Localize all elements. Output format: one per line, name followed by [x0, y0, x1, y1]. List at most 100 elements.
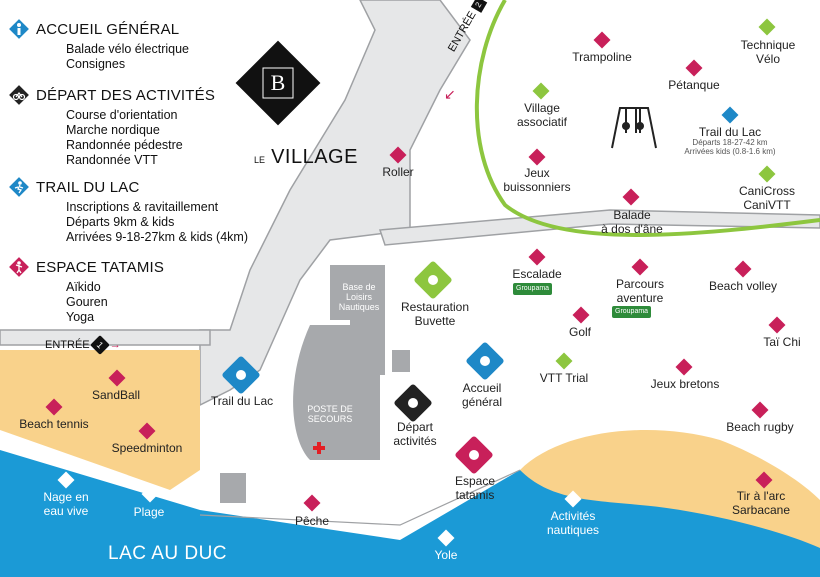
golf-marker: [572, 306, 590, 324]
speedminton-label: Speedminton: [111, 441, 183, 455]
depart-activites-label: Départ activités: [393, 420, 437, 448]
accueil-general-icon-glyph: [480, 356, 490, 366]
plage-label: Plage: [133, 505, 165, 519]
legend-item: Balade vélo électrique: [66, 42, 189, 56]
peche-label: Pêche: [294, 514, 330, 528]
trail-du-lac-top-label: Trail du Lac: [698, 125, 762, 139]
jeux-buissonniers-marker: [528, 148, 546, 166]
tai-chi-marker: [768, 316, 786, 334]
legend-item: Marche nordique: [66, 123, 160, 137]
technique-velo-label: Technique Vélo: [740, 38, 796, 66]
balade-ane-marker: [622, 188, 640, 206]
poste-secours-label: POSTE DE SECOURS: [307, 404, 353, 424]
tai-chi-label: Taï Chi: [763, 335, 801, 349]
escalade-marker: [528, 248, 546, 266]
legend-item: Départs 9km & kids: [66, 215, 175, 229]
depart-activites-icon-glyph: [408, 398, 418, 408]
balade-ane-label: Balade à dos d'âne: [601, 208, 663, 236]
nage-eau-vive-label: Nage en eau vive: [43, 490, 89, 518]
beach-volley-marker: [734, 260, 752, 278]
village-associatif-marker: [532, 82, 550, 100]
trampoline-label: Trampoline: [572, 50, 632, 64]
legend-title: ESPACE TATAMIS: [36, 258, 165, 276]
entry-number: 1: [89, 335, 110, 355]
plage-marker: [141, 485, 159, 503]
yole-label: Yole: [434, 548, 458, 562]
roads: [0, 0, 820, 407]
roller-marker: [389, 146, 407, 164]
svg-text:B: B: [271, 70, 286, 95]
restauration-icon-glyph: [428, 275, 438, 285]
accueil-general-label: Accueil général: [461, 381, 503, 409]
escalade-label: Escalade: [512, 267, 562, 281]
village-associatif-label: Village associatif: [516, 101, 568, 129]
sandball-marker: [108, 369, 126, 387]
parcours-aventure-label: Parcours aventure: [615, 277, 665, 305]
village-title: LE VILLAGE: [254, 146, 358, 169]
canicross-marker: [758, 165, 776, 183]
jeux-bretons-marker: [675, 358, 693, 376]
beach-left: [0, 350, 200, 490]
legend-item: Arrivées 9-18-27km & kids (4km): [66, 230, 248, 244]
tir-arc-label: Tir à l'arc Sarbacane: [731, 489, 791, 517]
groupama-badge: Groupama: [513, 283, 553, 295]
swing-icon: [611, 107, 657, 149]
lake-shore-road: [199, 469, 521, 526]
village-name: VILLAGE: [271, 146, 358, 168]
vtt-trial-marker: [555, 352, 573, 370]
beach-right: [520, 430, 820, 548]
jeux-buissonniers-label: Jeux buissonniers: [503, 166, 571, 194]
legend-item: Yoga: [66, 310, 95, 324]
trail-du-lac-label: Trail du Lac: [210, 394, 274, 408]
legend-item: Aïkido: [66, 280, 101, 294]
legend-item: Gouren: [66, 295, 108, 309]
toilet-block: [392, 350, 410, 372]
nautiques-marker: [564, 490, 582, 508]
legend-depart: DÉPART DES ACTIVITÉS Course d'orientatio…: [8, 84, 258, 168]
beach-rugby-marker: [751, 401, 769, 419]
technique-velo-marker: [758, 18, 776, 36]
beach-rugby-label: Beach rugby: [726, 420, 794, 434]
first-aid-icon: [313, 442, 325, 454]
petanque-marker: [685, 59, 703, 77]
roller-label: Roller: [382, 165, 414, 179]
trail-du-lac-icon-glyph: [236, 370, 246, 380]
groupama-badge: Groupama: [612, 306, 652, 318]
restauration-label: Restauration Buvette: [400, 300, 470, 328]
yole-marker: [437, 529, 455, 547]
legend-item: Inscriptions & ravitaillement: [66, 200, 219, 214]
entry-label: ENTRÉE: [45, 339, 90, 351]
activites-nautiques-label: Activités nautiques: [546, 509, 600, 537]
tir-arc-marker: [755, 471, 773, 489]
beach-volley-label: Beach volley: [708, 279, 778, 293]
base-loisirs-building: [330, 265, 385, 375]
arrow-right-icon: →: [109, 339, 121, 351]
vtt-trial-label: VTT Trial: [539, 371, 589, 385]
speedminton-marker: [138, 422, 156, 440]
jeux-bretons-label: Jeux bretons: [650, 377, 720, 391]
toilet-block-lake: [220, 473, 246, 503]
info-icon: [8, 18, 30, 40]
legend-title: DÉPART DES ACTIVITÉS: [36, 86, 216, 104]
canicross-label: CaniCross CaniVTT: [738, 184, 795, 212]
espace-tatamis-label: Espace tatamis: [454, 474, 496, 502]
legend-item: Randonnée VTT: [66, 153, 158, 167]
trail-marker: [721, 106, 739, 124]
trampoline-marker: [593, 31, 611, 49]
lake-label: LAC AU DUC: [108, 543, 228, 564]
espace-tatamis-icon-glyph: [469, 450, 479, 460]
petanque-label: Pétanque: [668, 78, 720, 92]
legend-trail: TRAIL DU LAC Inscriptions & ravitailleme…: [8, 176, 258, 245]
legend-title: TRAIL DU LAC: [36, 178, 140, 196]
parcours-aventure-marker: [631, 258, 649, 276]
legend-item: Randonnée pédestre: [66, 138, 183, 152]
legend-item: Course d'orientation: [66, 108, 178, 122]
legend-item: Consignes: [66, 57, 126, 71]
beach-tennis-label: Beach tennis: [19, 417, 89, 431]
trail-details-label: Départs 18-27-42 km Arrivées kids (0.8-1…: [684, 138, 776, 156]
sport-nature-logo: B: [235, 40, 321, 126]
base-loisirs-label: Base de Loisirs Nautiques: [338, 282, 380, 312]
